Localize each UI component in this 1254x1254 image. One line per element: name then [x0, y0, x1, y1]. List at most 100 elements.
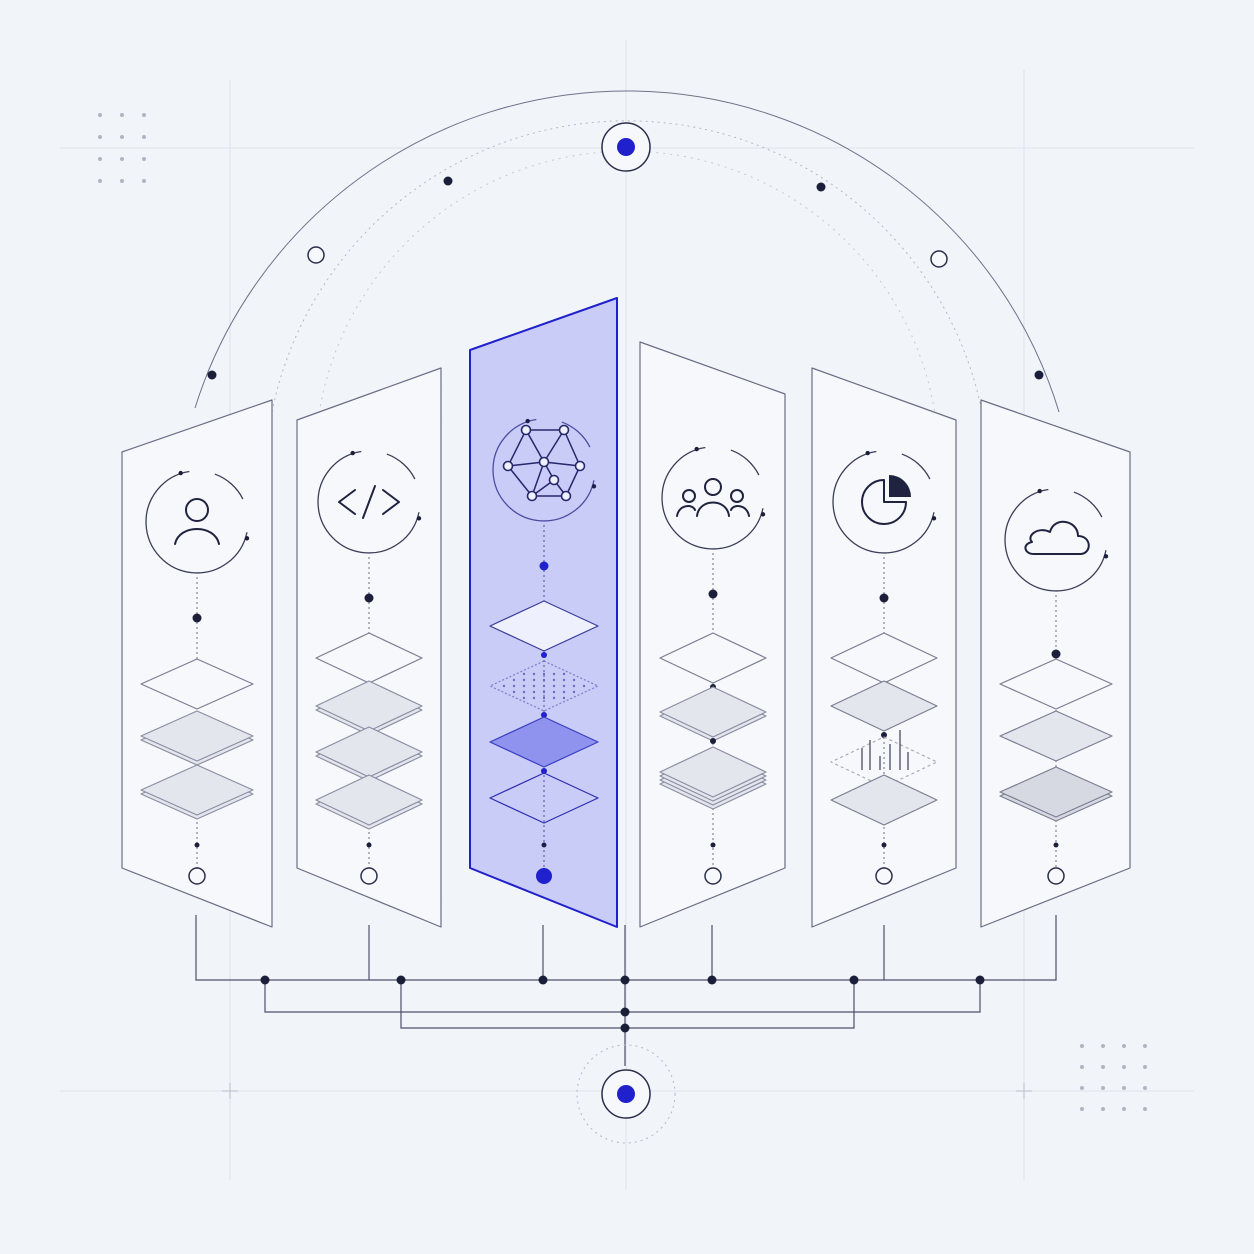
- layer-stack: [140, 658, 254, 820]
- texture-dot: [522, 696, 526, 700]
- dot-grid-bottom-right: [1080, 1044, 1147, 1111]
- crosshair-marks: [222, 1083, 1032, 1099]
- end-node: [536, 868, 552, 884]
- grid-dot: [120, 179, 124, 183]
- code-icon: [338, 485, 400, 519]
- layer-stack: [659, 632, 767, 810]
- end-node: [704, 867, 722, 885]
- icon-ring: [317, 450, 422, 554]
- orbit-nodes: [207, 176, 1044, 380]
- texture-dot: [502, 684, 506, 688]
- layer-stack: [999, 658, 1113, 822]
- texture-dot: [572, 690, 576, 694]
- grid-dot: [1122, 1065, 1126, 1069]
- grid-dot: [1101, 1065, 1105, 1069]
- layer-plane: [140, 764, 254, 816]
- end-node: [360, 867, 378, 885]
- grid-dot: [98, 179, 102, 183]
- layer-plane: [315, 774, 423, 826]
- grid-dot: [1122, 1086, 1126, 1090]
- panel-row: [121, 297, 1131, 928]
- grid-dot: [1122, 1107, 1126, 1111]
- spine-node: [192, 613, 202, 623]
- panel-user: [121, 399, 273, 928]
- texture-dot: [512, 690, 516, 694]
- icon-ring: [145, 470, 250, 574]
- texture-dot: [512, 678, 516, 682]
- texture-dot: [532, 696, 536, 700]
- layer-joint: [541, 652, 547, 658]
- grid-dot: [142, 157, 146, 161]
- texture-dot: [542, 684, 546, 688]
- layer-plane: [659, 632, 767, 684]
- end-node: [188, 867, 206, 885]
- target-node-icon: [617, 1085, 635, 1103]
- texture-dot: [562, 678, 566, 682]
- grid-dot: [1101, 1044, 1105, 1048]
- target-node-icon: [617, 138, 635, 156]
- layer-joint: [541, 712, 547, 718]
- texture-dot: [552, 672, 556, 676]
- grid-dot: [1143, 1044, 1147, 1048]
- layer-plane: [659, 686, 767, 738]
- layer-plane: [489, 600, 599, 652]
- texture-dot: [542, 672, 546, 676]
- layer-plane: [489, 716, 599, 768]
- orbit-node: [1034, 370, 1044, 380]
- texture-dot: [562, 672, 566, 676]
- grid-dot: [1080, 1086, 1084, 1090]
- spine-node: [539, 561, 549, 571]
- panel-cloud: [980, 399, 1131, 928]
- bottom-hub-node: [576, 1044, 676, 1144]
- bus-junctions: [260, 975, 985, 1033]
- spine-node: [708, 589, 718, 599]
- layer-plane: [830, 774, 938, 826]
- panel-team: [639, 341, 786, 928]
- spine-node: [1051, 649, 1061, 659]
- grid-dot: [142, 135, 146, 139]
- layer-stack: [315, 632, 423, 830]
- spine-node-small: [881, 842, 887, 848]
- layer-plane: [659, 746, 767, 798]
- spine-node-small: [1053, 842, 1059, 848]
- grid-dot: [1122, 1044, 1126, 1048]
- texture-dot: [562, 690, 566, 694]
- end-node: [875, 867, 893, 885]
- grid-dot: [1143, 1107, 1147, 1111]
- texture-dot: [552, 678, 556, 682]
- team-icon: [676, 478, 750, 517]
- texture-dot: [542, 678, 546, 682]
- spine-node-small: [710, 842, 716, 848]
- icon-ring: [1004, 488, 1109, 592]
- grid-dot: [142, 113, 146, 117]
- grid-dot: [98, 157, 102, 161]
- layer-plane: [140, 710, 254, 762]
- grid-dot: [1080, 1065, 1084, 1069]
- texture-dot: [522, 690, 526, 694]
- texture-dot: [572, 684, 576, 688]
- grid-dot: [1101, 1086, 1105, 1090]
- texture-dot: [532, 672, 536, 676]
- orbit-node-hollow: [307, 246, 325, 264]
- spine-node: [364, 593, 374, 603]
- grid-dot: [120, 135, 124, 139]
- spine-node-small: [194, 842, 200, 848]
- texture-dot: [572, 678, 576, 682]
- grid-dot: [1143, 1086, 1147, 1090]
- cloud-icon: [1024, 521, 1090, 555]
- grid-dot: [1143, 1065, 1147, 1069]
- texture-dot: [542, 696, 546, 700]
- grid-dot: [98, 135, 102, 139]
- layer-plane: [140, 658, 254, 710]
- texture-dot: [542, 690, 546, 694]
- spine-node: [879, 593, 889, 603]
- layer-plane: [999, 766, 1113, 818]
- texture-dot: [562, 696, 566, 700]
- panel-code: [296, 367, 442, 928]
- texture-dot: [552, 696, 556, 700]
- icon-ring: [492, 418, 597, 522]
- texture-dot: [522, 672, 526, 676]
- layer-plane: [830, 680, 938, 732]
- end-node: [1047, 867, 1065, 885]
